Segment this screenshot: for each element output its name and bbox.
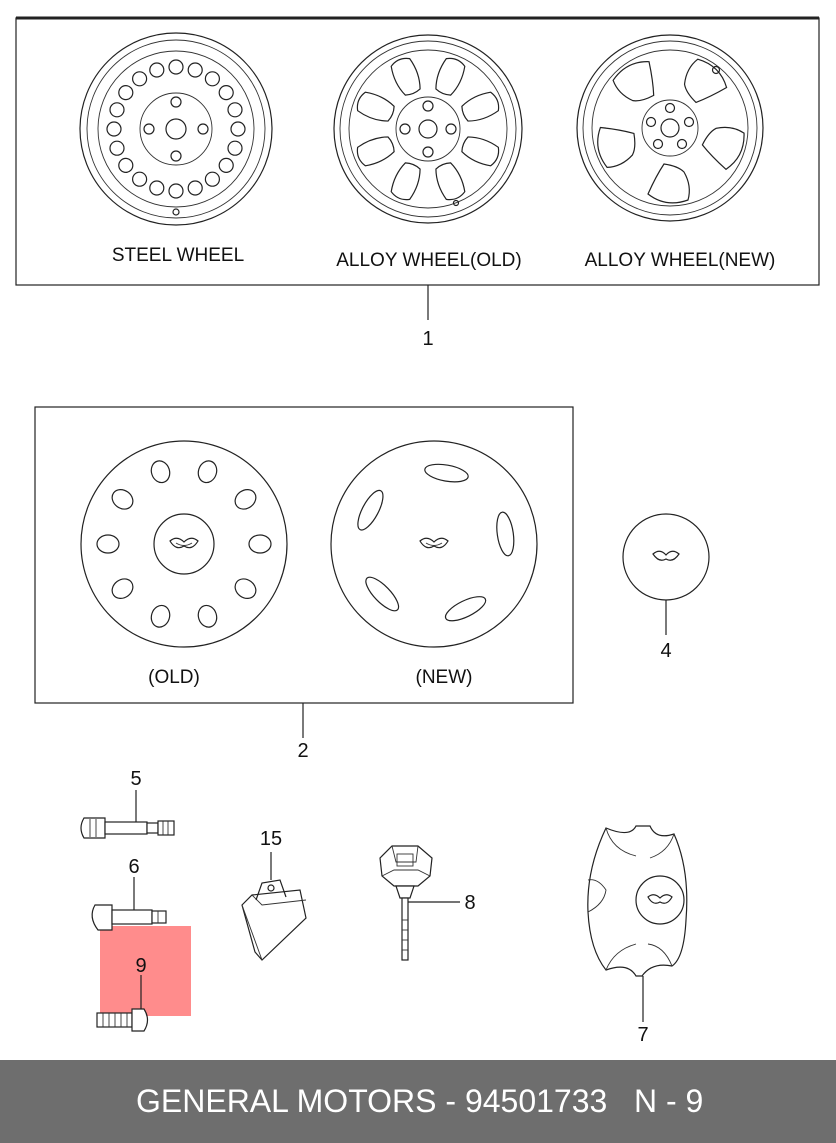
- vent-hole: [109, 140, 125, 156]
- callout-9: 9: [135, 955, 146, 977]
- vent-slot: [424, 463, 469, 483]
- vent-hole: [197, 460, 218, 484]
- wheels-frame: [15, 16, 820, 286]
- spoke-slot: [390, 162, 421, 201]
- callout-2: 2: [297, 740, 308, 762]
- vent-hole: [204, 171, 221, 187]
- footer-page-ref: N - 9: [634, 1083, 704, 1119]
- hubcap-new-drawing: [330, 440, 538, 648]
- wheel-bolt-drawing: [96, 975, 149, 1032]
- spoke-slot: [461, 136, 500, 167]
- spoke-slot: [461, 91, 500, 122]
- daewoo-emblem-icon: [647, 894, 673, 904]
- vent-hole: [227, 140, 243, 156]
- hubcap-old-label: (OLD): [148, 667, 200, 688]
- vent-hole: [150, 460, 171, 484]
- vent-hole: [234, 578, 257, 600]
- footer-part-number: GENERAL MOTORS - 94501733: [136, 1083, 608, 1119]
- vent-hole: [150, 604, 171, 628]
- footer-bar: GENERAL MOTORS - 94501733 N - 9: [0, 1060, 836, 1143]
- spoke-window: [683, 58, 728, 104]
- alloy-wheel-old-drawing: [333, 34, 523, 224]
- vent-slot: [357, 489, 384, 531]
- alloy-wheel-new-label: ALLOY WHEEL(NEW): [585, 250, 776, 271]
- callout-5: 5: [130, 768, 141, 790]
- spoke-slot: [390, 57, 421, 96]
- callout-1: 1: [422, 328, 433, 350]
- vent-slot: [365, 576, 400, 612]
- steel-wheel-drawing: [79, 32, 273, 226]
- vent-hole: [248, 534, 272, 554]
- vent-hole: [106, 121, 122, 137]
- hubcap-old-drawing: [80, 440, 288, 648]
- spoke-window: [701, 126, 745, 171]
- vent-hole: [131, 71, 148, 87]
- vent-hole: [111, 578, 134, 600]
- vent-hole: [118, 84, 134, 101]
- highlight-box: [100, 926, 191, 1016]
- vent-hole: [197, 604, 218, 628]
- vent-hole: [218, 84, 234, 101]
- balance-weight-drawing: [241, 852, 307, 961]
- callout-6: 6: [128, 856, 139, 878]
- spoke-window: [647, 163, 690, 204]
- vent-hole: [149, 180, 165, 196]
- vent-hole: [131, 171, 148, 187]
- callout-7: 7: [637, 1024, 648, 1046]
- spoke-window: [612, 61, 655, 102]
- vent-hole: [149, 62, 165, 78]
- spoke-slot: [356, 136, 395, 167]
- daewoo-emblem-icon: [169, 537, 199, 549]
- vent-hole: [204, 71, 221, 87]
- vent-hole: [227, 102, 243, 118]
- vent-slot: [496, 511, 515, 557]
- vent-hole: [168, 183, 184, 199]
- vent-hole: [187, 62, 203, 78]
- daewoo-emblem-icon: [652, 550, 680, 561]
- center-cover-drawing: [587, 825, 688, 1022]
- daewoo-emblem-icon: [419, 537, 449, 549]
- vent-hole: [111, 488, 134, 510]
- spoke-window: [597, 126, 636, 168]
- alloy-wheel-new-drawing: [576, 34, 764, 222]
- valve-drawing: [91, 877, 167, 931]
- vent-slot: [444, 596, 487, 622]
- hubcaps-frame: [34, 406, 574, 704]
- callout-4: 4: [660, 640, 671, 662]
- hubcap-new-label: (NEW): [416, 667, 473, 688]
- callout-8: 8: [464, 892, 475, 914]
- vent-hole: [96, 534, 120, 554]
- clip-bolt-drawing: [379, 845, 460, 961]
- steel-wheel-label: STEEL WHEEL: [112, 245, 244, 266]
- vent-hole: [109, 102, 125, 118]
- tire-valve-drawing: [80, 790, 175, 839]
- alloy-wheel-old-label: ALLOY WHEEL(OLD): [336, 250, 521, 271]
- vent-hole: [218, 157, 234, 174]
- vent-hole: [230, 121, 246, 137]
- parts-diagram: STEEL WHEEL ALLOY WHEEL(OLD) ALLOY WHEEL…: [15, 16, 820, 1046]
- vent-hole: [118, 157, 134, 174]
- vent-hole: [234, 488, 257, 510]
- spoke-slot: [356, 91, 395, 122]
- callout-15: 15: [260, 828, 282, 850]
- spoke-slot: [435, 57, 466, 96]
- vent-hole: [187, 180, 203, 196]
- spoke-slot: [435, 162, 466, 201]
- center-cap-drawing: [622, 513, 710, 635]
- vent-hole: [168, 59, 184, 75]
